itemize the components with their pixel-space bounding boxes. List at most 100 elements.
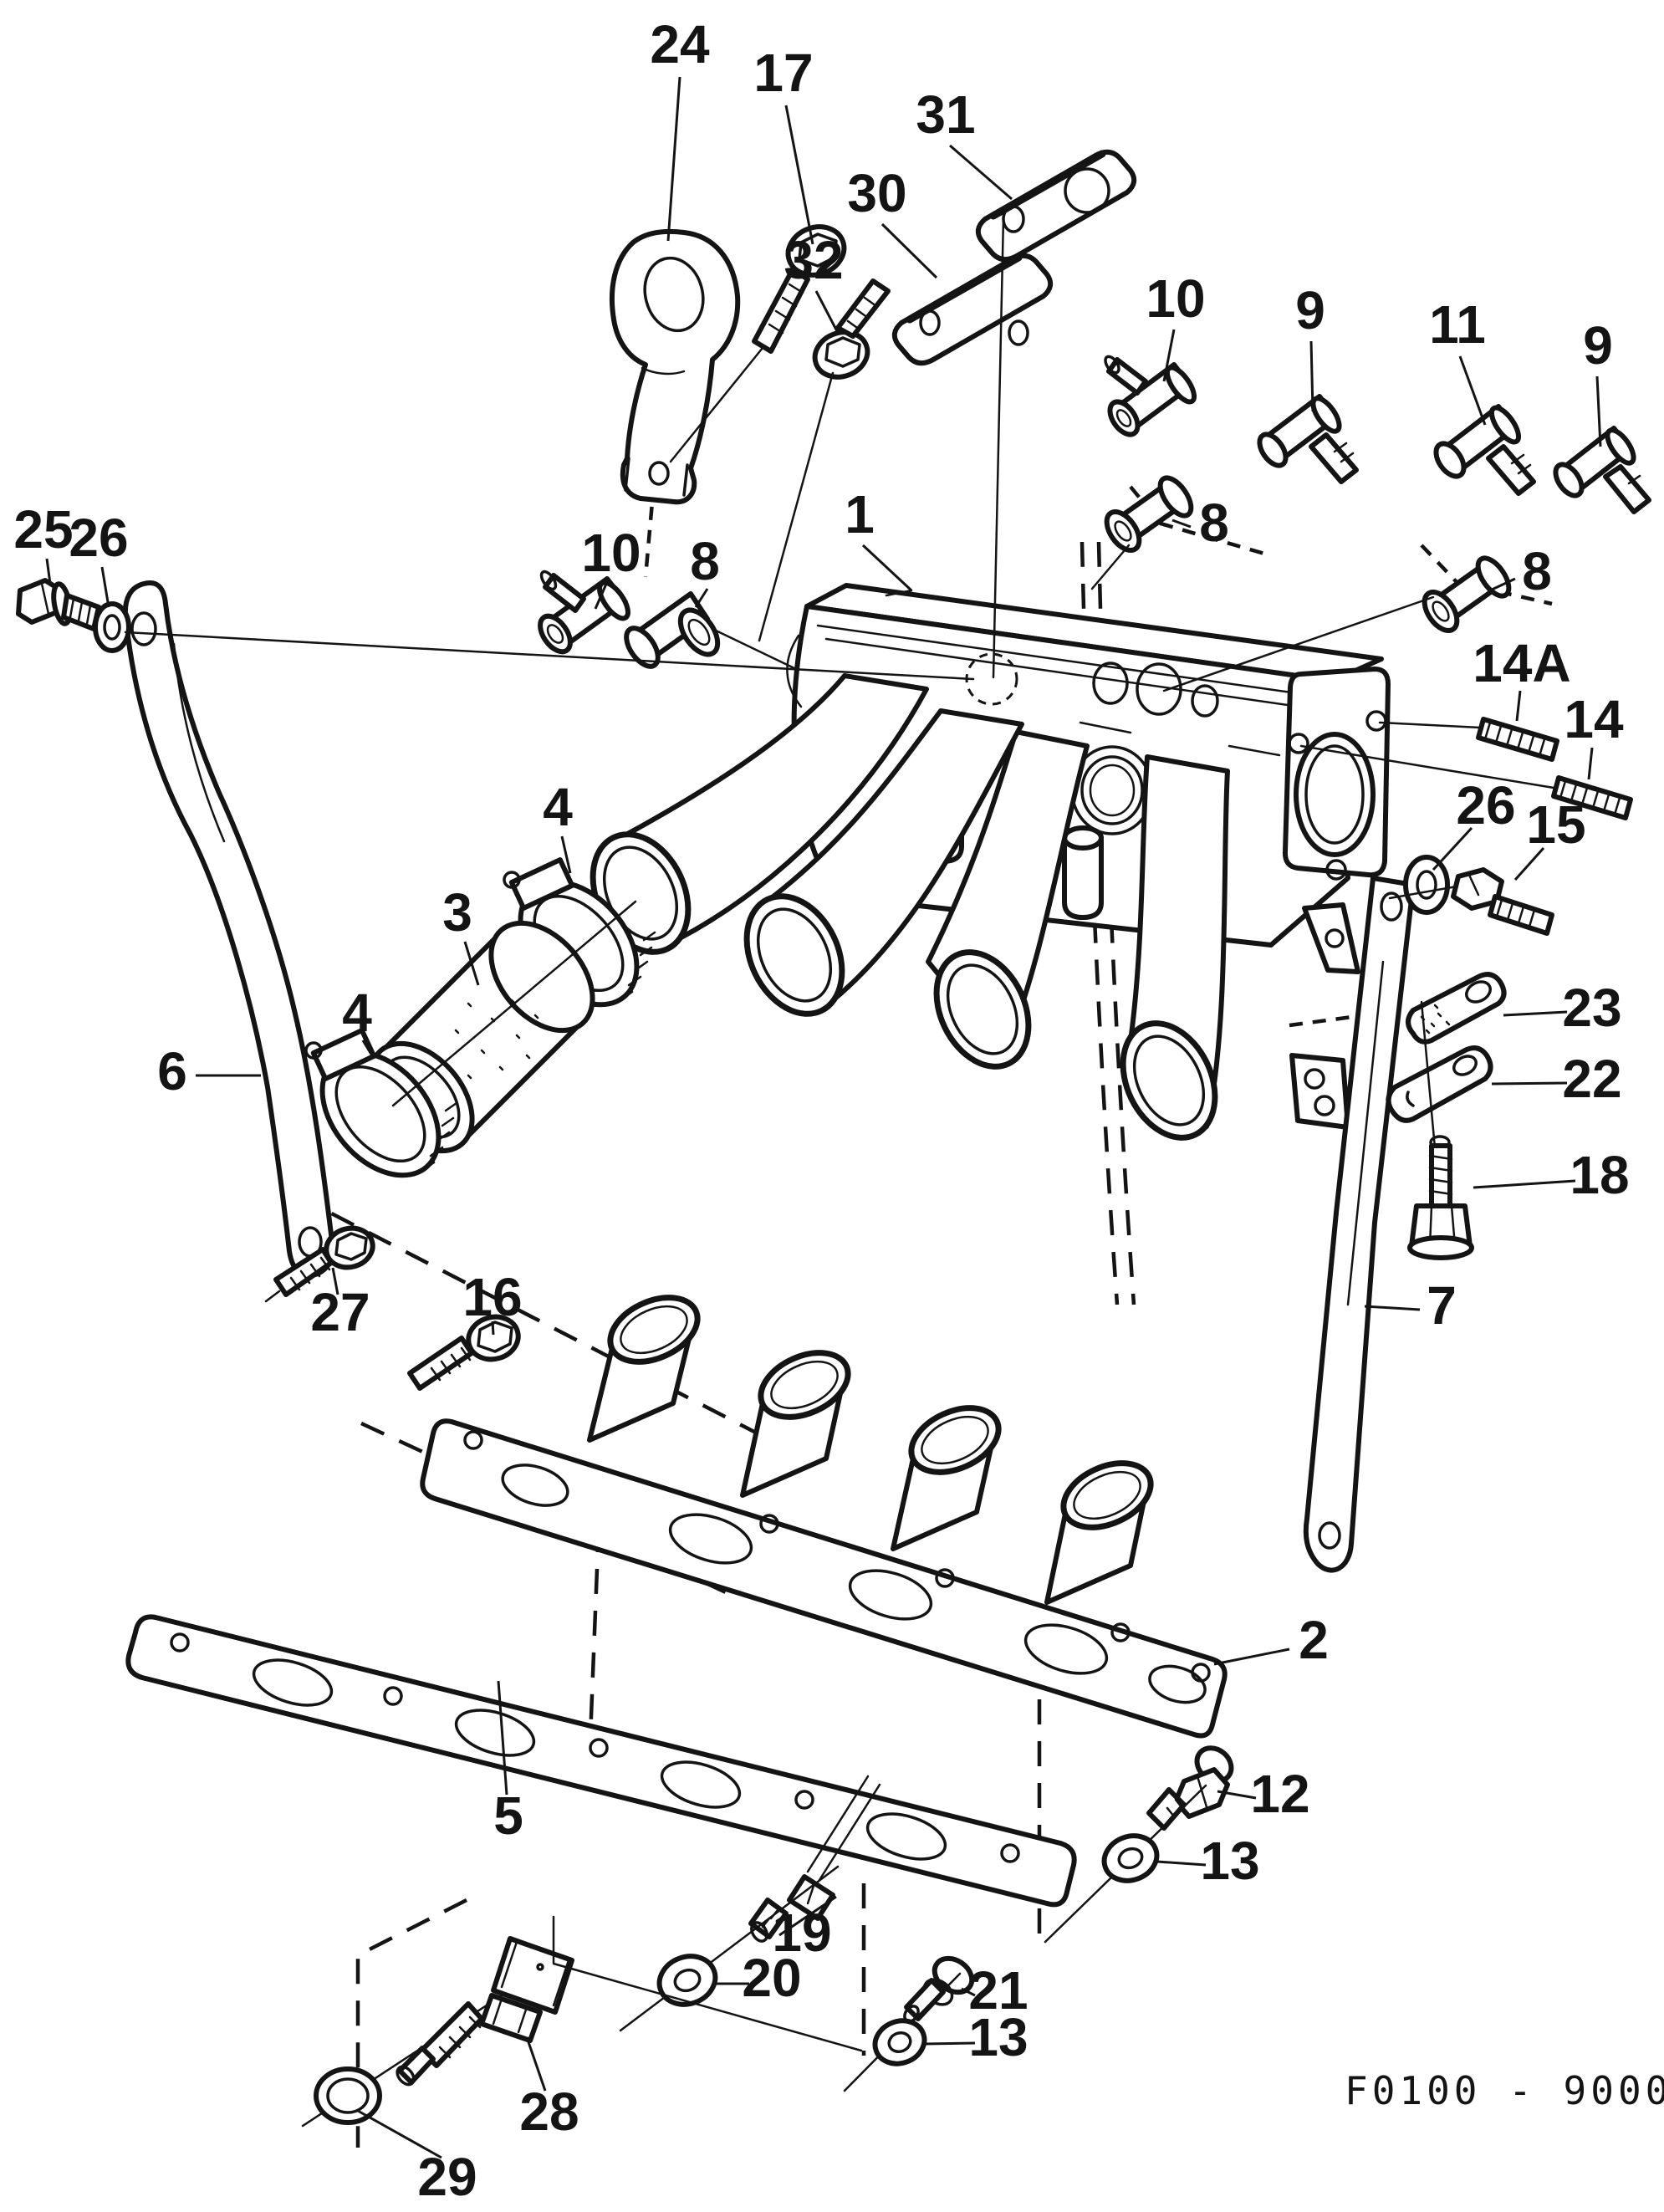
leader-line-21-36 — [961, 1987, 976, 1997]
callout-26-13: 26 — [69, 508, 128, 568]
leader-line-9-6 — [1309, 340, 1314, 412]
part-6-support-strap-left — [122, 580, 335, 1279]
washer-20 — [656, 1954, 718, 2007]
part-2-lower-manifold — [420, 1295, 1228, 1739]
bolt-27 — [264, 1225, 375, 1303]
leader-line-28-38 — [525, 2036, 547, 2092]
callout-30-3: 30 — [847, 163, 906, 223]
leader-line-7-29 — [1364, 1305, 1421, 1311]
callout-14-17: 14 — [1564, 689, 1624, 749]
leader-line-11-7 — [1458, 355, 1487, 426]
leader-line-32-4 — [814, 290, 840, 334]
callout-10-5: 10 — [1146, 268, 1205, 329]
callout-9-6: 9 — [1295, 280, 1325, 340]
leader-line-12-32 — [1217, 1790, 1257, 1800]
callout-18-26: 18 — [1570, 1145, 1629, 1205]
leader-line-26-13 — [100, 566, 110, 608]
callout-20-35: 20 — [742, 1948, 801, 2008]
leader-line-30-3 — [880, 222, 938, 279]
callout-31-2: 31 — [916, 84, 975, 145]
leader-line-23-24 — [1503, 1010, 1568, 1017]
leader-line-10-14 — [594, 581, 609, 610]
leader-line-2-30 — [1213, 1648, 1290, 1666]
fitting-11 — [1433, 404, 1536, 496]
callout-23-24: 23 — [1562, 978, 1621, 1038]
part-32-bolt — [758, 278, 891, 642]
callout-3-21: 3 — [442, 882, 472, 943]
callout-29-39: 29 — [417, 2147, 477, 2207]
callout-8-11: 8 — [1522, 541, 1552, 601]
part-4-hose-clamp-lower — [304, 1028, 458, 1178]
leader-line-31-2 — [949, 144, 1013, 201]
callout-16-28: 16 — [462, 1267, 522, 1327]
leader-line-22-25 — [1491, 1081, 1568, 1086]
callout-22-25: 22 — [1562, 1049, 1621, 1109]
leader-line-26-18 — [1432, 826, 1473, 871]
reference-lines — [124, 216, 1005, 1107]
leader-line-15-19 — [1513, 846, 1545, 881]
callout-13-33: 13 — [1200, 1831, 1259, 1891]
callout-7-29: 7 — [1427, 1275, 1457, 1336]
callout-12-32: 12 — [1250, 1764, 1309, 1824]
leader-line-24-0 — [666, 76, 681, 242]
washer-13-lower — [872, 2018, 927, 2066]
sensor-19 — [619, 1775, 881, 2032]
fitting-10-top — [1104, 355, 1197, 437]
leader-line-4-20 — [560, 835, 572, 874]
stud-14a — [1378, 717, 1559, 762]
washer-26-right — [1388, 855, 1458, 915]
callout-17-1: 17 — [753, 43, 813, 103]
leader-line-14A-16 — [1515, 690, 1522, 722]
callout-6-23: 6 — [157, 1041, 187, 1101]
bushing-8-left-set — [1090, 475, 1194, 590]
bolt-16 — [407, 1314, 521, 1391]
leader-line-27-27 — [331, 1267, 339, 1295]
part-1-upper-manifold — [590, 583, 1391, 1141]
washer-26-left — [93, 601, 131, 653]
sensor-28 — [301, 1936, 574, 2128]
bolt-15 — [1451, 867, 1554, 936]
fitting-10-mid — [538, 570, 630, 655]
callout-24-0: 24 — [650, 14, 710, 74]
bolt-25 — [16, 578, 101, 631]
leader-line-14-17 — [1587, 747, 1594, 780]
plate-22 — [1386, 1045, 1493, 1123]
part-17-bolt — [669, 224, 847, 463]
leader-line-19-34 — [778, 1895, 837, 1937]
callout-10-14: 10 — [581, 523, 641, 583]
leader-line-1-9 — [861, 544, 913, 592]
callout-13-37: 13 — [968, 2007, 1028, 2067]
part-7-support-strap-right — [1303, 876, 1416, 1573]
callout-5-31: 5 — [493, 1785, 523, 1846]
leader-line-3-21 — [463, 941, 480, 986]
leader-line-17-1 — [784, 105, 814, 245]
bushing-8-mid — [624, 591, 798, 671]
leader-line-8-10 — [1171, 519, 1192, 529]
ghost-flange-outline — [552, 1915, 863, 2052]
leader-line-13-37 — [924, 2041, 976, 2046]
callout-2-30: 2 — [1299, 1610, 1329, 1670]
leader-line-10-5 — [1162, 329, 1176, 382]
callout-26-18: 26 — [1456, 775, 1515, 835]
fitting-9-right — [1553, 426, 1651, 514]
stud-14 — [1299, 744, 1633, 820]
seal-ring-29 — [314, 2066, 382, 2125]
callout-19-34: 19 — [772, 1903, 831, 1963]
callout-4-20: 4 — [543, 777, 573, 837]
figure-code: F0100 - 9000 — [1345, 2068, 1664, 2113]
leader-line-8-11 — [1489, 577, 1516, 592]
leader-line-8-15 — [694, 588, 709, 608]
part-31-blanking-plate — [975, 149, 1137, 263]
leader-line-29-39 — [357, 2109, 442, 2159]
washer-13-upper — [1101, 1833, 1160, 1883]
callout-28-38: 28 — [519, 2082, 579, 2142]
callout-14A-16: 14A — [1473, 633, 1570, 693]
callout-8-15: 8 — [690, 531, 720, 591]
callout-25-12: 25 — [13, 499, 73, 559]
callout-8-10: 8 — [1199, 493, 1229, 553]
callout-leader-lines — [45, 76, 1602, 2159]
callout-32-4: 32 — [784, 230, 843, 290]
